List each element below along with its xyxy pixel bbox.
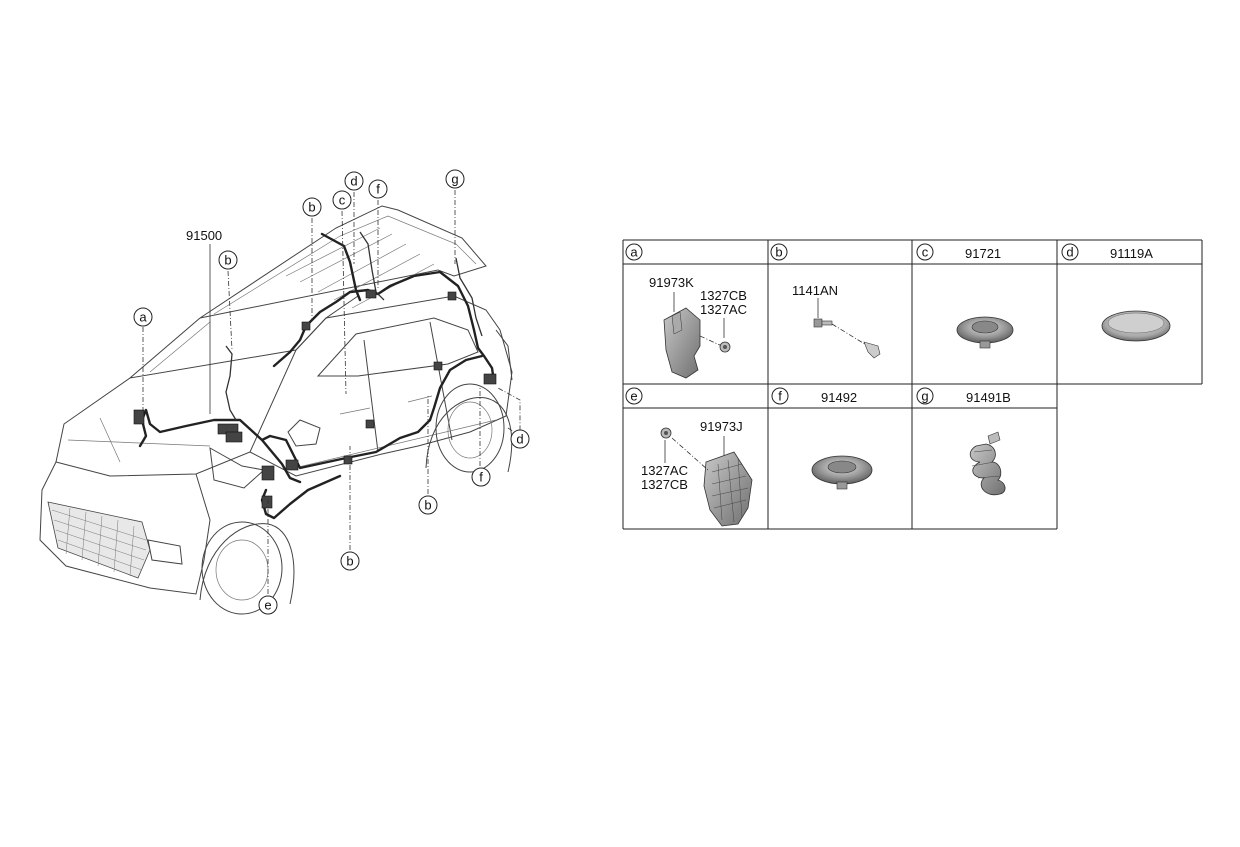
svg-text:b: b [775,245,782,260]
table-cell-f: f 91492 [771,387,873,490]
svg-text:f: f [376,182,380,197]
svg-text:a: a [139,310,147,325]
svg-text:g: g [921,389,928,404]
wiring-harness [133,231,497,520]
parts-table: a 91973K 1327CB 1327AC b 1141AN [622,239,1203,530]
callout-e: e [258,595,278,615]
svg-text:b: b [424,498,431,513]
label-91973K: 91973K [649,275,694,290]
callout-f-2: f [471,467,491,487]
header-letter-g: g [916,387,934,405]
callout-b-1: b [218,250,238,270]
header-letter-a: a [625,243,643,261]
label-1327AC: 1327AC [700,302,747,317]
svg-text:f: f [479,470,483,485]
header-letter-c: c [916,243,934,261]
plug-icon [1101,310,1171,342]
vehicle-outline [39,205,513,615]
callout-b-2: b [302,197,322,217]
header-letter-f: f [771,387,789,405]
table-cell-e: e 91973J 1327AC 1327CB [625,387,753,527]
svg-text:c: c [339,193,346,208]
part-91492: 91492 [821,390,857,405]
svg-text:a: a [630,245,638,260]
header-letter-b: b [770,243,788,261]
svg-text:f: f [778,389,782,404]
svg-text:c: c [922,245,929,260]
svg-text:e: e [264,598,271,613]
callout-b-4: b [340,551,360,571]
table-cell-d: d 91119A [1061,243,1171,342]
svg-text:d: d [516,432,523,447]
junction-box-icon [671,437,753,527]
nut-icon [660,427,672,439]
callout-d-2: d [510,429,530,449]
grommet-icon [811,455,873,490]
table-cell-a: a 91973K 1327CB 1327AC [625,243,747,379]
grommet-icon [956,316,1014,349]
nut-icon [719,341,731,353]
bolt-icon [813,318,881,359]
callout-d-1: d [344,171,364,191]
callout-b-3: b [418,495,438,515]
table-cell-b: b 1141AN [770,243,881,359]
svg-text:b: b [346,554,353,569]
svg-text:e: e [630,389,637,404]
callout-c: c [332,190,352,210]
table-cell-g: g 91491B [916,387,1011,496]
header-letter-e: e [625,387,643,405]
svg-text:d: d [1066,245,1073,260]
junction-block-icon [663,307,723,379]
bellows-grommet-icon [969,431,1006,496]
label-1327CB: 1327CB [700,288,747,303]
part-91119A: 91119A [1110,246,1153,261]
table-cell-c: c 91721 [916,243,1014,349]
header-letter-d: d [1061,243,1079,261]
svg-text:g: g [451,172,458,187]
label-91973J: 91973J [700,419,743,434]
label-1141AN: 1141AN [792,283,838,298]
svg-text:b: b [308,200,315,215]
label-1327AC-e: 1327AC [641,463,688,478]
part-91721: 91721 [965,246,1001,261]
callout-a: a [133,307,153,327]
svg-text:d: d [350,174,357,189]
callout-f-1: f [368,179,388,199]
leader-lines [142,190,521,594]
svg-text:b: b [224,253,231,268]
part-91491B: 91491B [966,390,1011,405]
main-harness-label: 91500 [186,228,222,243]
callout-g: g [445,169,465,189]
label-1327CB-e: 1327CB [641,477,688,492]
